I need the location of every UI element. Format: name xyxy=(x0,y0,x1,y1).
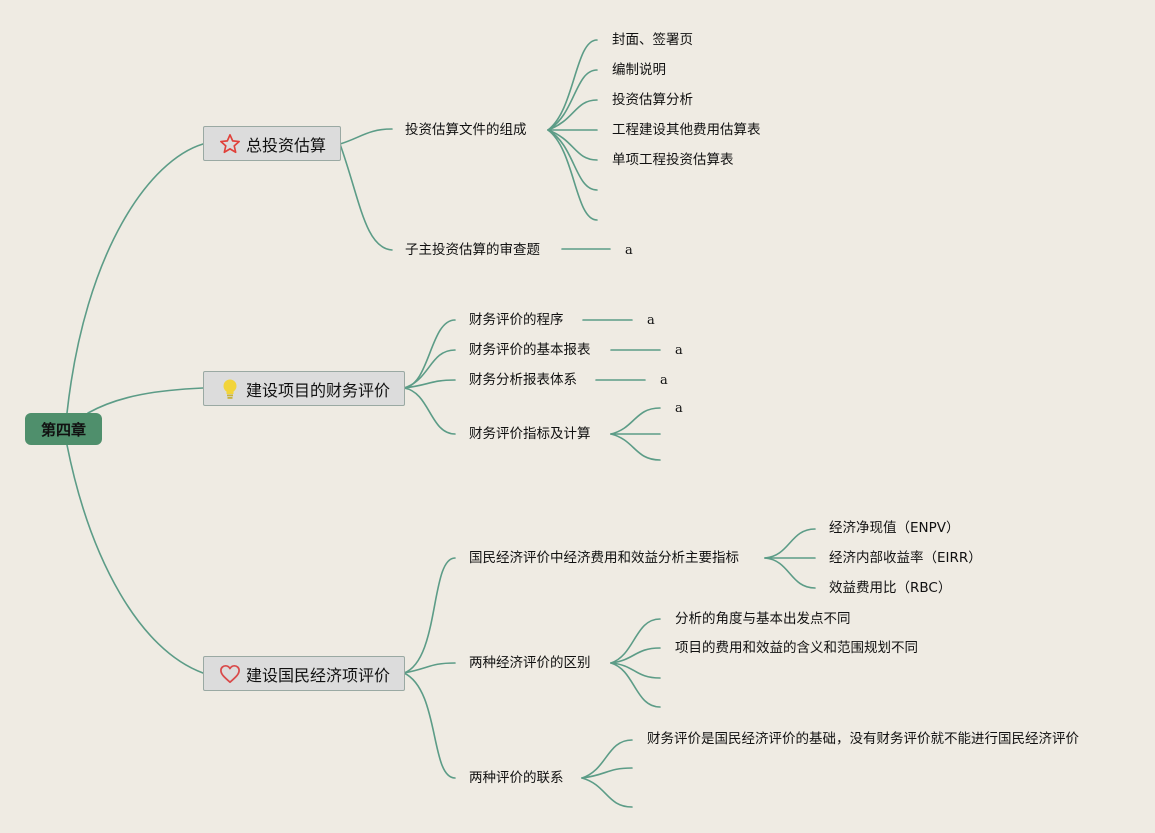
connector-t1-c1 xyxy=(339,128,393,145)
connector-t2-c4 xyxy=(403,387,456,435)
item-rbc[interactable]: 效益费用比（RBC） xyxy=(829,580,952,596)
subtopic-indicators-calculation[interactable]: 财务评价指标及计算 xyxy=(469,426,591,442)
connector-t3c2-item3 xyxy=(610,662,661,679)
connector-c1-item6 xyxy=(547,129,598,191)
item-compilation-notes[interactable]: 编制说明 xyxy=(612,62,666,78)
connector-root-t2 xyxy=(87,387,204,414)
connector-c1-item2 xyxy=(547,69,598,131)
connector-t3c2-item1 xyxy=(610,618,661,664)
connector-t3-c1 xyxy=(403,557,456,674)
connector-c1-item1 xyxy=(547,39,598,131)
connector-t3c2-item4 xyxy=(610,662,661,708)
main-topic-label: 总投资估算 xyxy=(246,135,327,155)
connector-t3-c3 xyxy=(403,672,456,779)
subtopic-main-indicators[interactable]: 国民经济评价中经济费用和效益分析主要指标 xyxy=(469,550,739,566)
connector-t3c3-item1 xyxy=(581,739,633,779)
item-cover-signature-page[interactable]: 封面、签署页 xyxy=(612,32,693,48)
connector-t3c1-item3 xyxy=(764,557,816,589)
connector-c1-item3 xyxy=(547,99,598,131)
subtopic-differences[interactable]: 两种经济评价的区别 xyxy=(469,655,591,671)
leaf-placeholder[interactable]: a xyxy=(647,313,655,328)
item-estimate-analysis[interactable]: 投资估算分析 xyxy=(612,92,693,108)
subtopic-basic-statements[interactable]: 财务评价的基本报表 xyxy=(469,342,591,358)
main-topic-national-economic-evaluation[interactable]: 建设国民经济项评价 xyxy=(203,656,405,691)
subtopic-statement-system[interactable]: 财务分析报表体系 xyxy=(469,372,577,388)
connector-t2-c3 xyxy=(403,379,456,389)
main-topic-label: 建设国民经济项评价 xyxy=(246,665,391,685)
connector-c1-item5 xyxy=(547,129,598,161)
item-different-perspective[interactable]: 分析的角度与基本出发点不同 xyxy=(675,611,851,627)
connector-t3-c2 xyxy=(403,662,456,674)
subtopic-estimate-review[interactable]: 子主投资估算的审查题 xyxy=(405,242,540,258)
heart-icon xyxy=(218,662,242,686)
star-icon xyxy=(218,132,242,156)
connector-t2-c1 xyxy=(403,319,456,389)
item-eirr[interactable]: 经济内部收益率（EIRR） xyxy=(829,550,982,566)
main-topic-total-investment[interactable]: 总投资估算 xyxy=(203,126,341,161)
connector-t3c2-item2 xyxy=(610,647,661,664)
connector-t2c4-leaf3 xyxy=(610,433,661,461)
leaf-placeholder[interactable]: a xyxy=(625,243,633,258)
item-single-project-table[interactable]: 单项工程投资估算表 xyxy=(612,152,734,168)
subtopic-relationship[interactable]: 两种评价的联系 xyxy=(469,770,564,786)
leaf-placeholder[interactable]: a xyxy=(675,401,683,416)
connector-t3c3-item3 xyxy=(581,777,633,808)
item-different-costs-benefits[interactable]: 项目的费用和效益的含义和范围规划不同 xyxy=(675,640,918,656)
main-topic-financial-evaluation[interactable]: 建设项目的财务评价 xyxy=(203,371,405,406)
connector-root-t3 xyxy=(66,444,204,674)
subtopic-evaluation-procedure[interactable]: 财务评价的程序 xyxy=(469,312,564,328)
item-financial-basis[interactable]: 财务评价是国民经济评价的基础，没有财务评价就不能进行国民经济评价 xyxy=(647,731,1079,747)
connector-root-t1 xyxy=(66,143,204,414)
lightbulb-icon xyxy=(218,377,242,401)
connector-t2c4-leaf1 xyxy=(610,407,661,435)
leaf-placeholder[interactable]: a xyxy=(675,343,683,358)
item-other-costs-table[interactable]: 工程建设其他费用估算表 xyxy=(612,122,761,138)
subtopic-estimate-file-composition[interactable]: 投资估算文件的组成 xyxy=(405,122,527,138)
root-topic[interactable]: 第四章 xyxy=(25,413,102,445)
connector-t2-c2 xyxy=(403,349,456,389)
leaf-placeholder[interactable]: a xyxy=(660,373,668,388)
item-enpv[interactable]: 经济净现值（ENPV） xyxy=(829,520,960,536)
connector-c1-item7 xyxy=(547,129,598,221)
connector-t3c3-item2 xyxy=(581,767,633,779)
connector-t3c1-item1 xyxy=(764,528,816,559)
main-topic-label: 建设项目的财务评价 xyxy=(246,380,391,400)
connector-t1-c2 xyxy=(339,143,393,251)
